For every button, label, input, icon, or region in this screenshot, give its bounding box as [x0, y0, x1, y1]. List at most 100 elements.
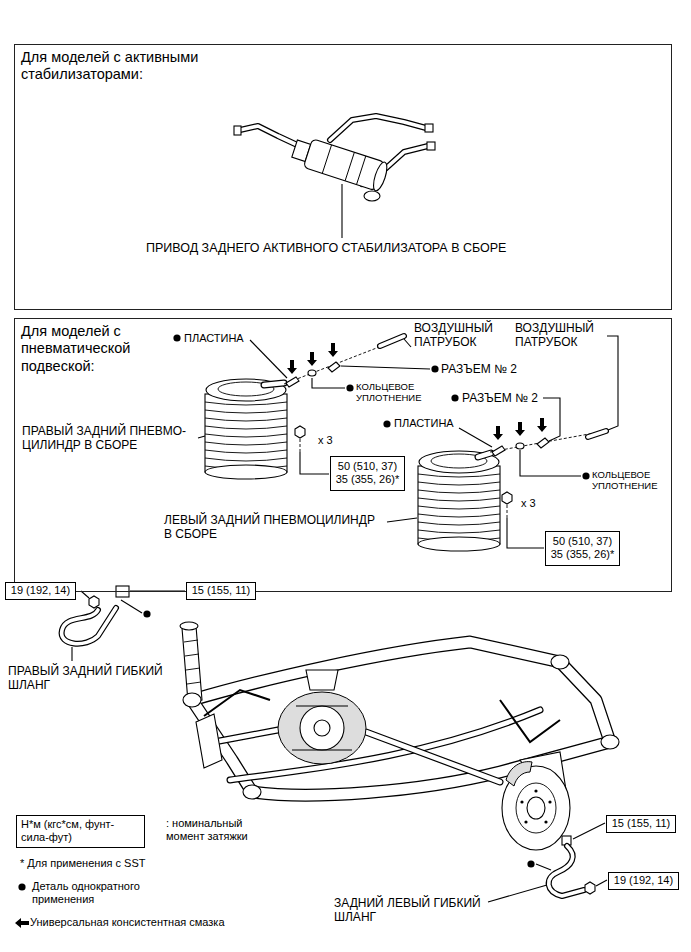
- hose-fill: [549, 846, 584, 896]
- torque-spec-box: 19 (192, 14): [5, 582, 76, 600]
- grease-arrow: [515, 422, 525, 436]
- torque-spec-box: 15 (155, 11): [606, 815, 676, 833]
- connector-part: [537, 438, 549, 448]
- single-use-dot: [143, 610, 150, 617]
- upper-arm: [204, 690, 270, 716]
- part-name: ЗАДНИЙ ЛЕВЫЙ ГИБКИЙ ШЛАНГ: [334, 896, 494, 925]
- leader-line: [341, 184, 342, 238]
- brake-caliper: [506, 762, 532, 786]
- shock-mount: [180, 622, 198, 630]
- legend-note: * Для применения с SST: [20, 857, 146, 870]
- leader-line: [596, 880, 607, 886]
- leader-line: [250, 340, 287, 378]
- leader-line: [607, 336, 618, 430]
- upper-arm: [500, 700, 560, 742]
- air-spring-base: [205, 465, 287, 479]
- torque-spec-box: 50 (510, 37)35 (355, 26)*: [330, 456, 405, 491]
- actuator-bands: [322, 145, 366, 185]
- bolt-axis: [300, 439, 301, 452]
- legend-entry: Деталь однократного применения: [16, 880, 152, 906]
- leader-line: [573, 823, 605, 839]
- air-pipe-fill: [588, 431, 606, 437]
- part-name: ПЛАСТИНА: [184, 332, 244, 345]
- wheel-stud: [524, 820, 527, 823]
- single-use-dot: [582, 472, 589, 479]
- exploded-axis: [490, 432, 600, 452]
- air-fitting-outline: [478, 453, 491, 457]
- torque-value: 15 (155, 11): [191, 584, 251, 597]
- section-heading: Для моделей с пневматической подвеской:: [21, 323, 151, 375]
- legend-swatch: [14, 916, 30, 930]
- part-name: ВОЗДУШНЫЙ ПАТРУБОК: [414, 321, 502, 350]
- torque-value: 19 (192, 14): [10, 584, 71, 597]
- stabilizer-bar-fill: [230, 710, 540, 780]
- torque-value: 35 (355, 26)*: [550, 548, 615, 561]
- connector-part: [328, 362, 340, 372]
- pipe-fitting: [425, 124, 433, 132]
- leader-line: [300, 452, 329, 474]
- legend-entry: Универсальная консистентная смазка: [14, 916, 225, 930]
- leader-line: [341, 366, 430, 369]
- part-name: РАЗЪЕМ № 2: [441, 362, 517, 376]
- drive-shaft-outline: [214, 730, 278, 742]
- subframe-bushing: [551, 655, 569, 669]
- air-pipe-outline: [380, 336, 404, 346]
- part-name: ЛЕВЫЙ ЗАДНИЙ ПНЕВМОЦИЛИНДР В СБОРЕ: [164, 513, 379, 542]
- actuator-body: [290, 134, 390, 192]
- grease-arrow: [493, 426, 503, 440]
- torque-spec-box: 15 (155, 11): [186, 582, 256, 600]
- leader-line: [312, 378, 345, 388]
- grease-arrow: [328, 343, 338, 357]
- torque-value: 50 (510, 37): [335, 460, 400, 473]
- actuator-end: [371, 161, 390, 193]
- part-name: ВОЗДУШНЫЙ ПАТРУБОК: [515, 321, 603, 350]
- bolt-axis: [507, 505, 508, 518]
- leader-line: [459, 428, 492, 447]
- actuator-bracket: [364, 191, 380, 201]
- differential-cover: [300, 706, 344, 750]
- leader-line: [121, 600, 142, 613]
- leader-line: [81, 591, 89, 598]
- bellows-folds: [418, 474, 500, 541]
- single-use-dot: [527, 860, 534, 867]
- grease-arrow: [537, 418, 547, 432]
- stabilizer-bar-outline: [230, 710, 540, 780]
- torque-value: 35 (355, 26)*: [335, 473, 400, 486]
- part-name: ПРАВЫЙ ЗАДНИЙ ПНЕВМО- ЦИЛИНДР В СБОРЕ: [22, 424, 197, 453]
- single-use-dot: [173, 334, 180, 341]
- leader-line: [387, 518, 417, 522]
- knuckle-left: [196, 714, 222, 768]
- leader-line: [520, 450, 581, 476]
- part-name: КОЛЬЦЕВОЕ УПЛОТНЕНИЕ: [356, 381, 428, 404]
- wheel-stud: [520, 800, 523, 803]
- leader-line: [488, 885, 547, 902]
- o-ring-part: [516, 443, 524, 449]
- hose-fill: [62, 608, 116, 644]
- leader-line: [507, 518, 544, 548]
- air-spring-bellows: [418, 466, 500, 544]
- torque-value: 50 (510, 37): [550, 535, 615, 548]
- single-use-dot: [451, 394, 458, 401]
- wheel-stud: [548, 800, 551, 803]
- brake-disc-hat: [516, 783, 556, 833]
- torque-spec-box: 19 (192, 14): [608, 872, 679, 890]
- differential-ribs: [292, 706, 352, 750]
- single-use-dot: [18, 883, 25, 890]
- part-name: ПЛАСТИНА: [394, 417, 454, 430]
- bolt-symbol: [502, 492, 512, 504]
- part-name: РАЗЪЕМ № 2: [462, 391, 538, 405]
- leader-line: [404, 339, 411, 347]
- single-use-dot: [346, 384, 353, 391]
- differential-input: [306, 670, 338, 690]
- legend-text: Универсальная консистентная смазка: [30, 916, 225, 929]
- subframe-bushing: [183, 693, 201, 707]
- quantity-note: x 3: [521, 497, 536, 510]
- plate-part: [286, 377, 299, 387]
- unit-legend-text: Н*м (кгс*см, фунт-сила-фут): [21, 818, 139, 844]
- air-pipe-outline: [588, 431, 606, 437]
- subframe-bushing: [601, 735, 619, 749]
- wheel-stud: [534, 789, 537, 792]
- hose-outline: [62, 608, 116, 644]
- section-heading: Для моделей с активными стабилизаторами:: [21, 49, 236, 84]
